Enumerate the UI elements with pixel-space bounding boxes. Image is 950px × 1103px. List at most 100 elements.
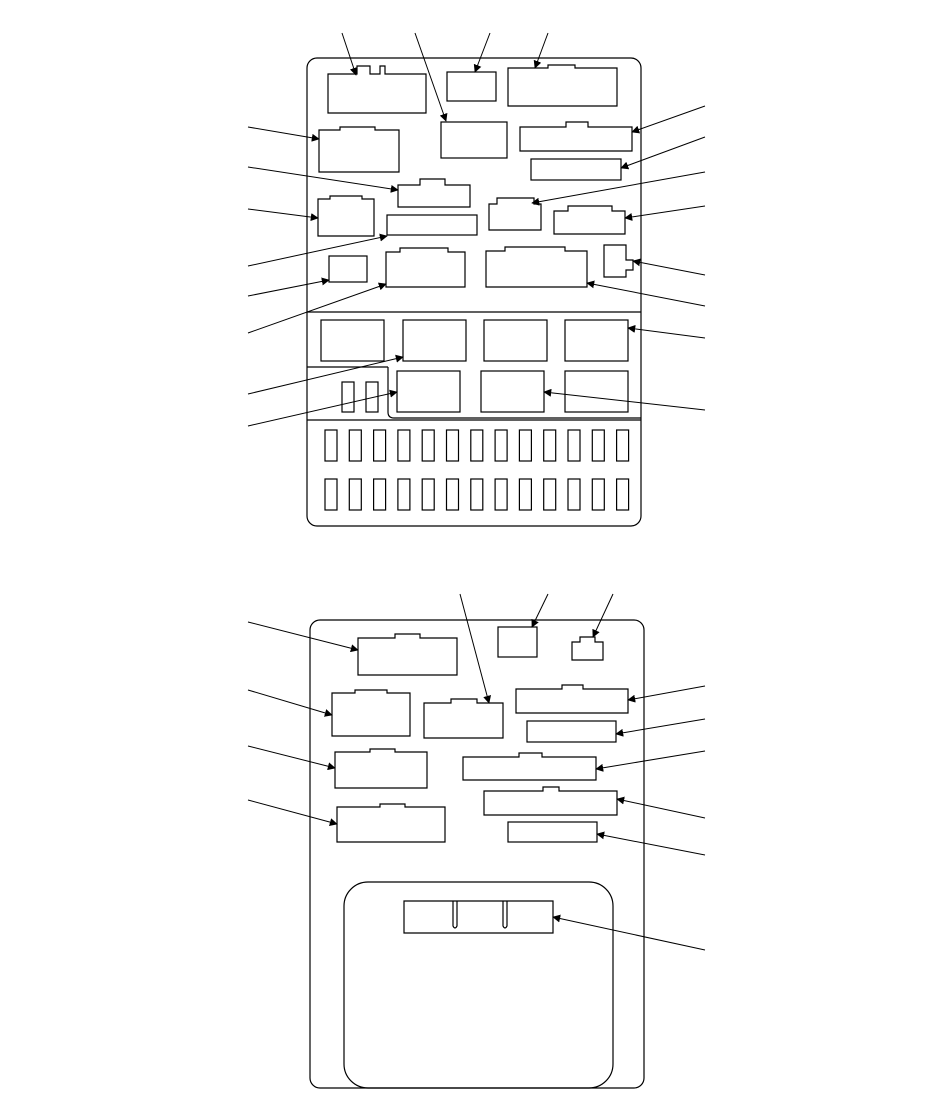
leader-line	[552, 914, 706, 951]
top-leader-lines	[247, 32, 706, 427]
connector	[440, 121, 508, 159]
fuse	[421, 429, 435, 462]
leader-line	[624, 205, 706, 221]
connector	[327, 65, 427, 114]
fuse	[543, 478, 557, 511]
leader-line	[627, 324, 706, 339]
fuse	[591, 429, 605, 462]
fuse	[543, 429, 557, 462]
fuse	[348, 429, 362, 462]
connector	[336, 803, 446, 843]
fuse	[421, 478, 435, 511]
leader-line	[247, 745, 336, 771]
leader-line	[414, 32, 448, 122]
leader-line	[247, 621, 359, 653]
fuse	[615, 478, 630, 511]
connector	[334, 748, 428, 789]
fuse	[445, 478, 460, 511]
bottom-fuse-box	[247, 593, 706, 1089]
leader-line	[586, 280, 706, 307]
connector	[530, 158, 622, 181]
fuse	[615, 429, 630, 462]
leader-line	[473, 32, 491, 73]
leader-line	[247, 282, 387, 334]
relay	[480, 370, 545, 413]
leader-line	[247, 166, 399, 193]
connector	[446, 71, 497, 102]
connector	[318, 126, 400, 173]
leader-line	[247, 126, 320, 142]
leader-line	[247, 233, 388, 267]
connector	[515, 684, 629, 714]
leader-line	[531, 593, 549, 628]
connector	[571, 636, 604, 661]
fuse	[397, 478, 411, 511]
connector	[507, 821, 598, 843]
fuse	[591, 478, 605, 511]
connector-notch	[502, 901, 508, 929]
leader-line	[632, 258, 706, 276]
leader-line	[341, 32, 358, 76]
top-fuse-box	[247, 32, 706, 527]
connector	[553, 205, 626, 235]
connector	[403, 900, 554, 934]
leader-line	[459, 593, 492, 704]
leader-line	[531, 171, 706, 206]
fuse	[494, 478, 508, 511]
connector	[331, 689, 411, 737]
leader-line	[631, 105, 706, 134]
fuse	[373, 478, 387, 511]
leader-line	[247, 689, 333, 717]
top-divider-3	[387, 367, 641, 419]
relay	[396, 370, 461, 413]
bottom-inner-panel	[343, 881, 614, 1089]
connector	[526, 720, 617, 743]
leader-line	[247, 354, 404, 395]
connector	[386, 214, 478, 236]
leader-line	[247, 799, 338, 826]
leader-line	[247, 389, 398, 427]
top-box-outline	[306, 57, 642, 527]
connector	[519, 121, 633, 152]
fuse-row	[324, 429, 630, 462]
fuse	[445, 429, 460, 462]
fuse	[324, 429, 338, 462]
fuse	[324, 478, 338, 511]
fuse	[348, 478, 362, 511]
relay	[564, 319, 629, 362]
relay	[320, 319, 385, 362]
leader-line	[543, 388, 706, 411]
fuse	[518, 429, 533, 462]
fuse	[470, 478, 484, 511]
fuse	[373, 429, 387, 462]
leader-line	[627, 685, 706, 703]
relay	[402, 319, 467, 362]
connector	[423, 698, 504, 739]
leader-line	[592, 593, 614, 638]
connector	[317, 195, 375, 237]
leader-line	[595, 750, 706, 772]
fuse	[567, 478, 581, 511]
connector	[485, 246, 588, 288]
fuse	[567, 429, 581, 462]
connector	[397, 178, 471, 208]
relay	[483, 319, 548, 362]
leader-line	[620, 136, 706, 170]
leader-line	[247, 208, 319, 222]
connector	[483, 786, 618, 816]
leader-line	[247, 277, 330, 297]
connector	[462, 752, 597, 781]
fuse	[397, 429, 411, 462]
fuse	[494, 429, 508, 462]
connector	[507, 64, 618, 107]
connector	[385, 247, 466, 288]
leader-line	[533, 32, 549, 69]
fuse-row	[324, 478, 630, 511]
connector	[328, 255, 368, 283]
connector	[603, 244, 634, 278]
connector-notch	[452, 901, 458, 929]
fuse	[341, 381, 355, 413]
fuse	[470, 429, 484, 462]
connector	[497, 626, 538, 658]
